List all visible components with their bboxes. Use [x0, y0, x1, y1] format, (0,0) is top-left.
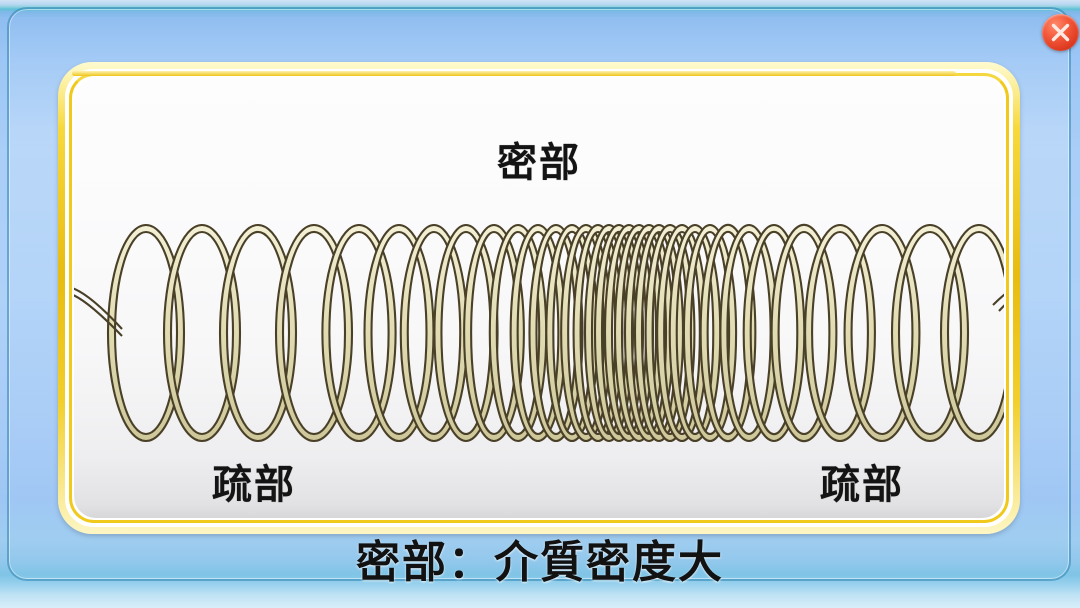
label-dense-region: 密部	[497, 140, 581, 186]
caption-text: 密部：介質密度大	[356, 537, 724, 588]
close-icon	[1051, 23, 1070, 42]
close-button[interactable]	[1042, 14, 1079, 51]
label-sparse-region-left: 疏部	[212, 462, 296, 508]
illustration-panel: 密部 疏部 疏部	[74, 78, 1004, 518]
label-sparse-region-right: 疏部	[820, 462, 904, 508]
spring-coil-illustration	[74, 223, 1004, 443]
window-inner-border	[7, 7, 1071, 581]
card-top-gold-stripe	[72, 71, 956, 76]
content-card: 密部 疏部 疏部	[58, 62, 1020, 534]
